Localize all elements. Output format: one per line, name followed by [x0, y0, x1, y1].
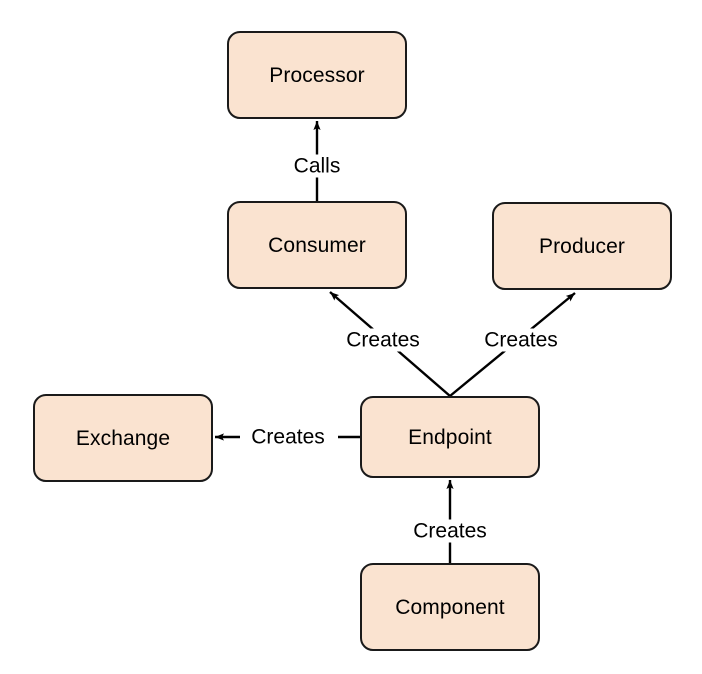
edge-label-creates-producer: Creates — [480, 328, 562, 352]
node-processor-label: Processor — [269, 63, 365, 87]
node-exchange[interactable]: Exchange — [33, 394, 213, 482]
node-consumer-label: Consumer — [268, 233, 366, 257]
node-endpoint[interactable]: Endpoint — [360, 396, 540, 478]
edge-label-creates-consumer: Creates — [342, 328, 424, 352]
node-processor[interactable]: Processor — [227, 31, 407, 119]
node-consumer[interactable]: Consumer — [227, 201, 407, 289]
node-producer[interactable]: Producer — [492, 202, 672, 290]
node-exchange-label: Exchange — [75, 426, 171, 450]
node-producer-label: Producer — [538, 234, 625, 258]
node-component-label: Component — [395, 595, 505, 619]
edge-label-creates-exchange: Creates — [247, 425, 329, 449]
edge-label-creates-endpoint: Creates — [409, 519, 491, 543]
node-component[interactable]: Component — [360, 563, 540, 651]
node-endpoint-label: Endpoint — [408, 425, 492, 449]
edge-label-calls: Calls — [289, 154, 345, 178]
